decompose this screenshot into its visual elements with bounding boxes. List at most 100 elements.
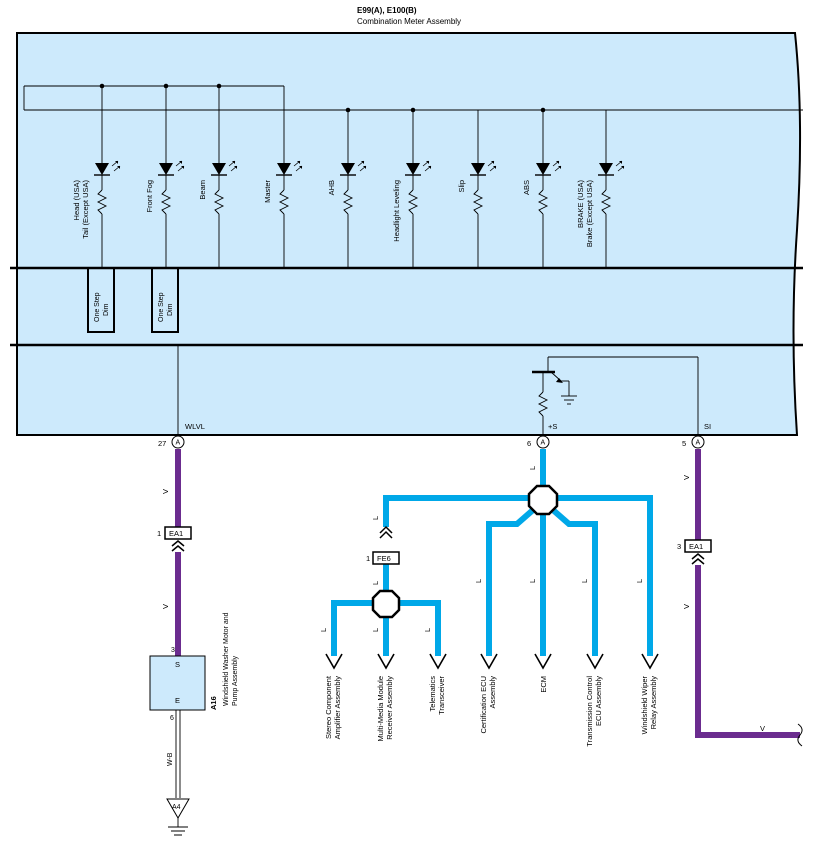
svg-text:L: L: [474, 579, 483, 583]
indicator-lamp: Master: [263, 110, 303, 268]
wire-color-label: V: [682, 604, 691, 609]
svg-text:One Step: One Step: [94, 292, 101, 322]
svg-text:A4: A4: [172, 804, 181, 811]
indicator-lamp: ABS: [522, 110, 562, 268]
lamp-label: Slip: [457, 180, 466, 193]
indicator-lamp: Headlight Leveling: [392, 110, 432, 268]
svg-text:6: 6: [527, 439, 531, 448]
svg-text:Pump Assembly: Pump Assembly: [232, 655, 239, 706]
svg-text:L: L: [580, 579, 589, 583]
svg-text:EA1: EA1: [169, 529, 183, 538]
wlvl-terminal-label: WLVL: [185, 422, 205, 431]
ground-icon: [168, 826, 188, 836]
svg-text:EA1: EA1: [689, 542, 703, 551]
destination-label: ECU Assembly: [594, 676, 603, 726]
svg-text:E: E: [175, 696, 180, 705]
lamp-label: Beam: [198, 180, 207, 200]
indicator-lamp: AHB: [327, 110, 367, 268]
svg-text:L: L: [371, 581, 380, 585]
combination-meter-body: [16, 32, 802, 436]
svg-text:6: 6: [170, 715, 174, 722]
destination-label: Stereo Component: [324, 675, 333, 739]
blue-wire-labels: L L L L L L L L L L: [319, 466, 644, 632]
connector-codes: E99(A), E100(B): [357, 6, 417, 15]
destination-label: Transceiver: [437, 676, 446, 715]
blue-wire-network: [331, 449, 653, 656]
destination-label: Transmission Control: [585, 676, 594, 747]
svg-text:27: 27: [158, 439, 166, 448]
svg-text:FE6: FE6: [377, 554, 391, 563]
svg-text:3: 3: [677, 542, 681, 551]
wire-color-label: V: [760, 724, 765, 733]
connector-ea1-left: 1 EA1: [157, 526, 192, 552]
indicator-lamp: Beam: [198, 86, 238, 268]
wire-color-label: V: [161, 489, 170, 494]
indicator-lamp: Front Fog: [145, 86, 185, 240]
destination-label: Certification ECU: [479, 676, 488, 734]
indicator-lamp: Head (USA)Tail (Except USA): [72, 86, 121, 240]
indicator-lamp: BRAKE (USA)Brake (Except USA): [576, 110, 625, 268]
destination-label: Telematics: [428, 676, 437, 712]
connector-ea1-right: 3 EA1: [677, 539, 712, 565]
svg-text:Windshield Washer Motor and: Windshield Washer Motor and: [223, 612, 230, 706]
svg-text:A: A: [696, 440, 701, 447]
svg-text:1: 1: [157, 529, 161, 538]
lamp-label: Headlight Leveling: [392, 180, 401, 242]
svg-text:L: L: [423, 628, 432, 632]
destination-label: Amplifier Assembly: [333, 676, 342, 740]
junction-connector: [371, 589, 401, 619]
transistor-arrow-icon: [556, 378, 563, 383]
lamp-label: ABS: [522, 180, 531, 195]
svg-text:5: 5: [682, 439, 686, 448]
ground-wire-color-label: W-B: [167, 752, 174, 766]
lamp-label: Tail (Except USA): [81, 180, 90, 239]
destination-label: Multi-Media Module: [376, 676, 385, 741]
svg-text:A: A: [541, 440, 546, 447]
indicator-lamp: Slip: [457, 110, 497, 268]
svg-text:A: A: [176, 440, 181, 447]
ground-point-a4: A4: [166, 798, 190, 827]
svg-text:S: S: [175, 660, 180, 669]
svg-text:3: 3: [171, 647, 175, 654]
transistor-symbol: [532, 356, 699, 436]
terminal-si: 5 A: [682, 435, 705, 449]
plus-s-terminal-label: +S: [548, 422, 557, 431]
svg-text:L: L: [371, 516, 380, 520]
connector-fe6: 1 FE6: [366, 525, 400, 565]
svg-text:One Step: One Step: [158, 292, 165, 322]
junction-connector: [527, 484, 559, 516]
component-name: Combination Meter Assembly: [357, 17, 461, 26]
terminal-plus-s: 6 A: [527, 435, 550, 449]
svg-text:L: L: [371, 628, 380, 632]
destination-label: Windshield Wiper: [640, 676, 649, 735]
washer-motor-assembly: 3 S E 6 A16 Windshield Washer Motor and …: [149, 612, 239, 722]
lamp-label: Master: [263, 179, 272, 202]
terminal-wlvl: 27 A: [158, 435, 185, 449]
svg-text:L: L: [528, 466, 537, 470]
lamp-label: BRAKE (USA): [576, 180, 585, 228]
destination-label: Relay Assembly: [649, 676, 658, 730]
lamp-label: Head (USA): [72, 180, 81, 221]
svg-text:L: L: [528, 579, 537, 583]
lamp-label: AHB: [327, 180, 336, 195]
svg-text:L: L: [319, 628, 328, 632]
violet-wire-si: [695, 565, 800, 738]
lamp-label: Front Fog: [145, 180, 154, 213]
destination-label: Assembly: [488, 676, 497, 709]
destination-label: ECM: [539, 676, 548, 693]
destination-arrows: [325, 653, 659, 670]
lamp-label: Brake (Except USA): [585, 180, 594, 248]
si-terminal-label: SI: [704, 422, 711, 431]
destination-label: Receiver Assembly: [385, 676, 394, 740]
svg-text:A16: A16: [209, 696, 218, 710]
svg-text:Dim: Dim: [103, 303, 110, 316]
ground-wire: [175, 710, 181, 798]
one-step-dim-box: One Step Dim: [151, 240, 179, 333]
one-step-dim-box: One Step Dim: [87, 240, 115, 333]
svg-text:Dim: Dim: [167, 303, 174, 316]
wire-color-label: V: [682, 475, 691, 480]
wire-break-icon: [797, 723, 803, 747]
svg-text:1: 1: [366, 554, 370, 563]
indicator-lamps: Head (USA)Tail (Except USA) Front Fog Beam…: [72, 86, 625, 268]
